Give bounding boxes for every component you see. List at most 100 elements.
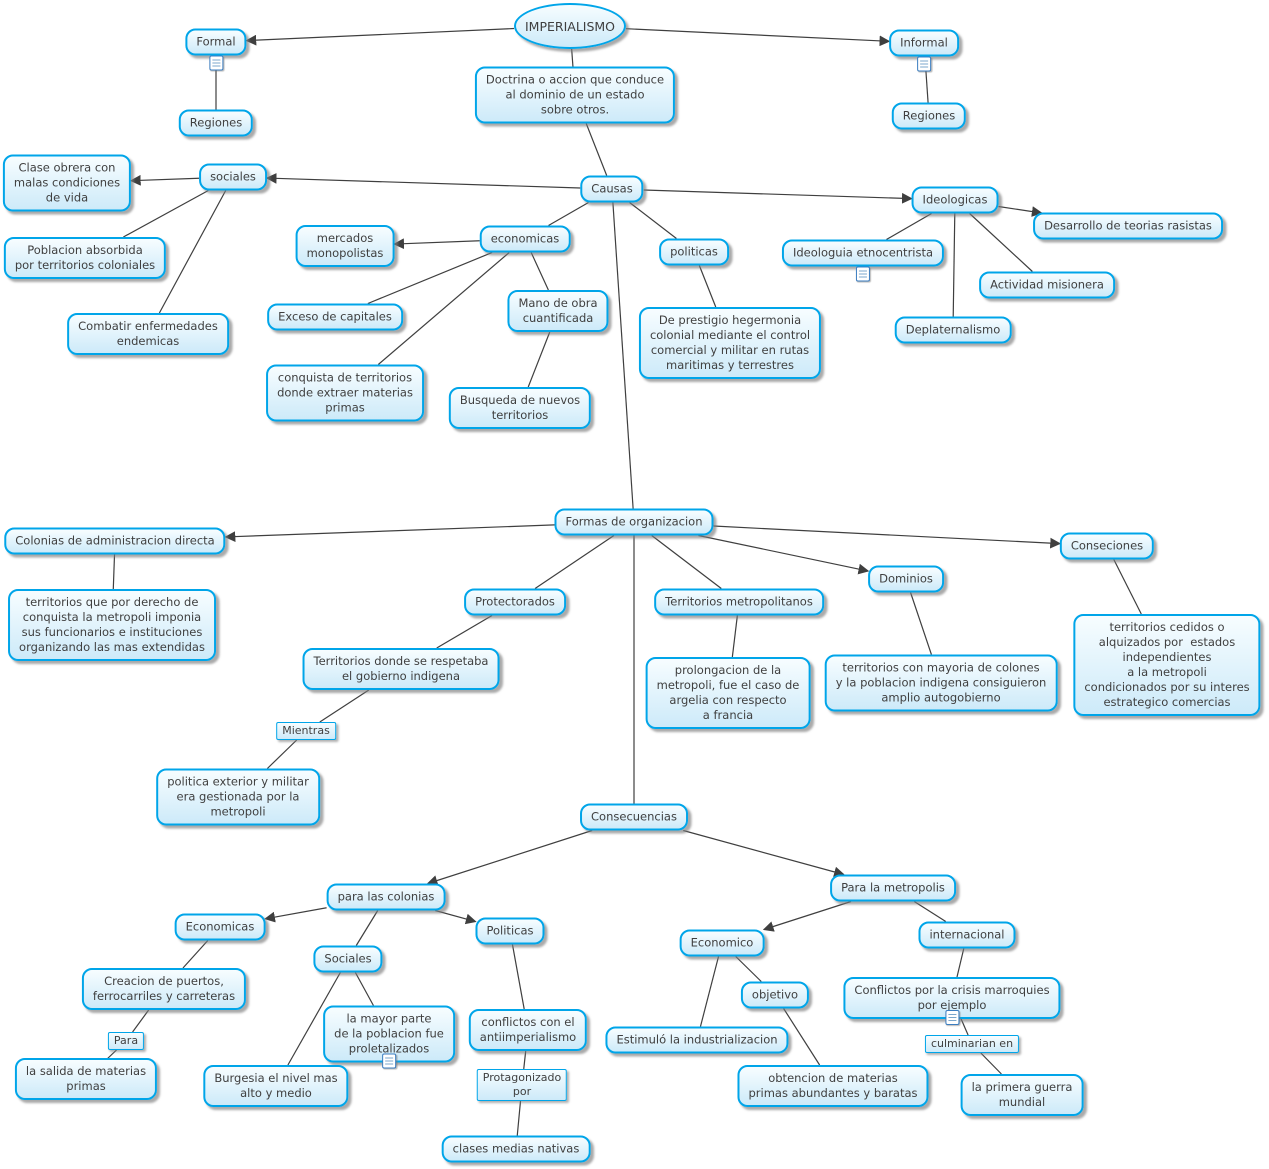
edge-creacion-puertos-para [132, 1009, 150, 1033]
node-ideologicas[interactable]: Ideologicas [911, 186, 999, 214]
node-ideologuia-etnocentrista[interactable]: Ideologuia etnocentrista [781, 239, 945, 282]
node-label: Formal [196, 34, 236, 49]
node-politicas[interactable]: politicas [659, 238, 729, 266]
node-para[interactable]: Para [107, 1032, 145, 1050]
node-label: prolongacion de la metropoli, fue el cas… [656, 663, 800, 722]
node-label: conflictos con el antiimperialismo [479, 1015, 577, 1044]
node-conseciones[interactable]: Conseciones [1059, 532, 1155, 560]
node-combatir-enfermedades[interactable]: Combatir enfermedades endemicas [67, 313, 229, 355]
node-mayor-parte[interactable]: la mayor parte de la poblacion fue prole… [323, 1005, 455, 1069]
edge-dominios-territorios-colones [909, 592, 932, 655]
node-label: Exceso de capitales [278, 309, 392, 324]
node-culminarian-en[interactable]: culminarian en [924, 1035, 1020, 1053]
node-objetivo[interactable]: objetivo [740, 981, 810, 1009]
node-mientras[interactable]: Mientras [276, 722, 336, 740]
node-dominios[interactable]: Dominios [868, 565, 944, 593]
node-label: Causas [591, 181, 633, 196]
node-primera-guerra[interactable]: la primera guerra mundial [960, 1074, 1084, 1116]
node-salida-materias[interactable]: la salida de materias primas [14, 1058, 158, 1100]
edge-formas-organizacion-colonias-administracion [224, 524, 555, 542]
node-para-metropolis[interactable]: Para la metropolis [830, 874, 956, 902]
node-desarrollo-teorias-rasistas[interactable]: Desarrollo de teorias rasistas [1033, 212, 1223, 240]
node-label: Ideologicas [922, 192, 988, 207]
node-label: Consecuencias [591, 809, 677, 824]
edge-consecuencias-para-colonias [426, 829, 593, 886]
node-label: Politicas [486, 923, 534, 938]
node-causas[interactable]: Causas [580, 175, 644, 203]
node-obtencion-materias[interactable]: obtencion de materias primas abundantes … [737, 1065, 929, 1107]
node-label: Territorios metropolitanos [665, 594, 813, 609]
node-conflictos-antiimperialismo[interactable]: conflictos con el antiimperialismo [468, 1009, 588, 1051]
node-economicas[interactable]: economicas [479, 225, 571, 253]
node-label: clases medias nativas [452, 1141, 580, 1156]
node-busqueda-territorios[interactable]: Busqueda de nuevos territorios [448, 387, 592, 429]
node-territorios-respetaba[interactable]: Territorios donde se respetaba el gobier… [302, 648, 500, 690]
node-label: la salida de materias primas [25, 1064, 147, 1093]
edge-sociales-poblacion-absorbida [123, 189, 209, 238]
node-sociales[interactable]: sociales [199, 163, 267, 191]
edge-protectorados-territorios-respetaba [436, 614, 493, 649]
node-label: la primera guerra mundial [971, 1080, 1073, 1109]
node-conflictos-crisis[interactable]: Conflictos por la crisis marroquies por … [843, 977, 1061, 1025]
edge-ideologicas-ideologuia-etnocentrista [886, 212, 932, 241]
node-label: Territorios donde se respetaba el gobier… [313, 654, 489, 683]
node-burgesia[interactable]: Burgesia el nivel mas alto y medio [203, 1065, 349, 1107]
node-consecuencias[interactable]: Consecuencias [580, 803, 688, 831]
node-prolongacion-metropoli[interactable]: prolongacion de la metropoli, fue el cas… [645, 657, 811, 729]
node-mercados-monopolistas[interactable]: mercados monopolistas [295, 225, 395, 267]
node-clases-medias[interactable]: clases medias nativas [441, 1135, 591, 1163]
node-colonias-administracion[interactable]: Colonias de administracion directa [4, 527, 226, 555]
node-territorios-metropolitanos[interactable]: Territorios metropolitanos [654, 588, 824, 616]
node-formal[interactable]: Formal [185, 28, 247, 71]
node-estimulo-industrializacion[interactable]: Estimuló la industrializacion [605, 1026, 789, 1054]
resource-icon[interactable] [917, 56, 931, 72]
node-territorios-cedidos[interactable]: territorios cedidos o alquizados por est… [1073, 614, 1261, 716]
node-mano-obra-cuantificada[interactable]: Mano de obra cuantificada [507, 290, 609, 332]
edge-economicas-conquista-territorios [377, 252, 510, 365]
node-protagonizado-por[interactable]: Protagonizado por [476, 1069, 568, 1101]
node-label: Ideologuia etnocentrista [792, 245, 934, 260]
node-protectorados[interactable]: Protectorados [464, 588, 566, 616]
node-label: politica exterior y militar era gestiona… [167, 774, 309, 819]
node-creacion-puertos[interactable]: Creacion de puertos, ferrocarriles y car… [81, 968, 247, 1010]
node-informal[interactable]: Informal [889, 29, 959, 72]
node-territorios-colones[interactable]: territorios con mayoria de colones y la … [824, 654, 1058, 712]
node-territorios-derecho-conquista[interactable]: territorios que por derecho de conquista… [8, 589, 216, 661]
node-regiones-informal[interactable]: Regiones [891, 102, 967, 130]
node-label: Sociales [324, 951, 372, 966]
node-economico[interactable]: Economico [679, 929, 765, 957]
node-politica-exterior[interactable]: politica exterior y militar era gestiona… [156, 768, 320, 826]
edge-formas-organizacion-dominios [698, 534, 870, 575]
edge-objetivo-obtencion-materias [783, 1008, 821, 1066]
edge-economico-objetivo [735, 956, 762, 982]
node-regiones-formal[interactable]: Regiones [178, 109, 254, 137]
node-prestigio-hegemonia[interactable]: De prestigio hegermonia colonial mediant… [638, 307, 822, 379]
node-politicas-colonias[interactable]: Politicas [475, 917, 545, 945]
node-economicas-colonias[interactable]: Economicas [174, 913, 266, 941]
node-label: la mayor parte de la poblacion fue prole… [334, 1011, 444, 1056]
node-label: Conflictos por la crisis marroquies por … [854, 983, 1050, 1012]
node-exceso-capitales[interactable]: Exceso de capitales [267, 303, 403, 331]
node-conquista-territorios[interactable]: conquista de territorios donde extraer m… [266, 364, 424, 422]
node-internacional[interactable]: internacional [918, 921, 1016, 949]
node-doctrina[interactable]: Doctrina o accion que conduce al dominio… [474, 66, 676, 124]
edge-politicas-colonias-conflictos-antiimperialismo [511, 944, 525, 1010]
node-deplaternalismo[interactable]: Deplaternalismo [894, 316, 1012, 344]
resource-icon[interactable] [209, 55, 223, 71]
node-actividad-misionera[interactable]: Actividad misionera [979, 271, 1115, 299]
node-formas-organizacion[interactable]: Formas de organizacion [554, 508, 714, 536]
resource-icon[interactable] [382, 1053, 396, 1069]
node-imperialismo[interactable]: IMPERIALISMO [514, 3, 626, 49]
node-label: Deplaternalismo [905, 322, 1001, 337]
node-clase-obrera[interactable]: Clase obrera con malas condiciones de vi… [2, 154, 132, 212]
node-label: territorios con mayoria de colones y la … [835, 660, 1047, 705]
node-poblacion-absorbida[interactable]: Poblacion absorbida por territorios colo… [3, 237, 167, 279]
node-label: obtencion de materias primas abundantes … [748, 1071, 918, 1100]
node-para-colonias[interactable]: para las colonias [326, 883, 446, 911]
resource-icon[interactable] [944, 1010, 959, 1025]
node-label: Creacion de puertos, ferrocarriles y car… [92, 974, 236, 1003]
resource-icon[interactable] [855, 266, 870, 282]
node-sociales-colonias[interactable]: Sociales [313, 945, 383, 973]
edge-causas-sociales [265, 172, 581, 189]
node-label: objetivo [751, 987, 799, 1002]
